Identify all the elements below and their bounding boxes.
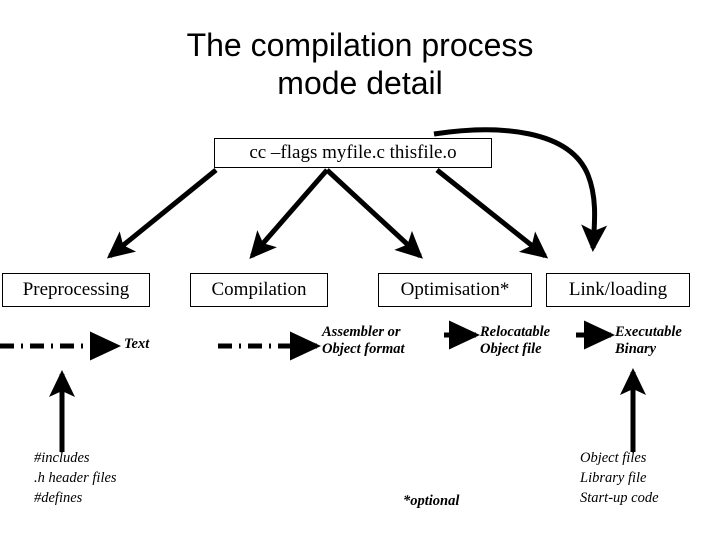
page-title: The compilation process mode detail bbox=[186, 27, 534, 101]
note-linker-inputs: Object files Library file Start-up code bbox=[580, 450, 659, 506]
arrow-curved-to-link-loading bbox=[433, 127, 608, 252]
arrow-command-to-optimisation bbox=[435, 168, 549, 259]
arrow-command-to-compilation-b bbox=[325, 168, 423, 259]
artifact-label-assembler-object-format: Assembler or Object format bbox=[322, 324, 405, 357]
note-input-arrows bbox=[49, 367, 646, 452]
stage-label-preprocessing: Preprocessing bbox=[22, 279, 130, 300]
arrow-command-to-preprocessing bbox=[106, 168, 218, 259]
note-optional-footnote: *optional bbox=[403, 493, 460, 509]
stage-box-link-loading: Link/loading bbox=[546, 273, 690, 307]
command-line-text: cc –flags myfile.c thisfile.o bbox=[249, 142, 457, 163]
arrow-command-to-compilation bbox=[249, 168, 329, 260]
note-preprocessor-inputs: #includes .h header files #defines bbox=[34, 450, 117, 506]
stage-label-optimisation: Optimisation* bbox=[400, 279, 510, 300]
stage-label-compilation: Compilation bbox=[211, 279, 307, 300]
stage-box-preprocessing: Preprocessing bbox=[2, 273, 150, 307]
artifact-label-executable-binary: Executable Binary bbox=[615, 324, 682, 357]
command-line-box: cc –flags myfile.c thisfile.o bbox=[214, 138, 492, 168]
artifact-label-text: Text bbox=[124, 336, 150, 352]
stage-box-optimisation: Optimisation* bbox=[378, 273, 532, 307]
stage-label-link-loading: Link/loading bbox=[568, 279, 668, 300]
command-to-stage-arrows bbox=[106, 168, 549, 260]
stage-box-compilation: Compilation bbox=[190, 273, 328, 307]
artifact-label-relocatable-object-file: Relocatable Object file bbox=[480, 324, 551, 357]
